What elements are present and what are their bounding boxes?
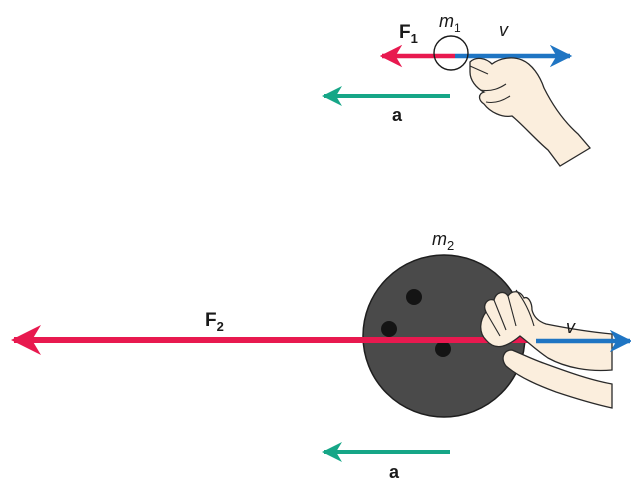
bottom-scene: m2 F2 v a [14,229,630,479]
force-label-f1: F1 [399,22,418,46]
hand-icon [470,58,590,166]
accel-label-bottom: a [389,462,400,479]
velocity-label-bottom: v [566,317,576,337]
mass-label-m2: m2 [432,229,454,253]
accel-label-top: a [392,105,403,125]
mass-label-m1: m1 [439,11,461,35]
small-mass-circle [434,36,468,70]
force-label-f2: F2 [205,310,224,334]
top-scene: F1 m1 v a [324,11,590,166]
velocity-label-top: v [499,20,509,40]
